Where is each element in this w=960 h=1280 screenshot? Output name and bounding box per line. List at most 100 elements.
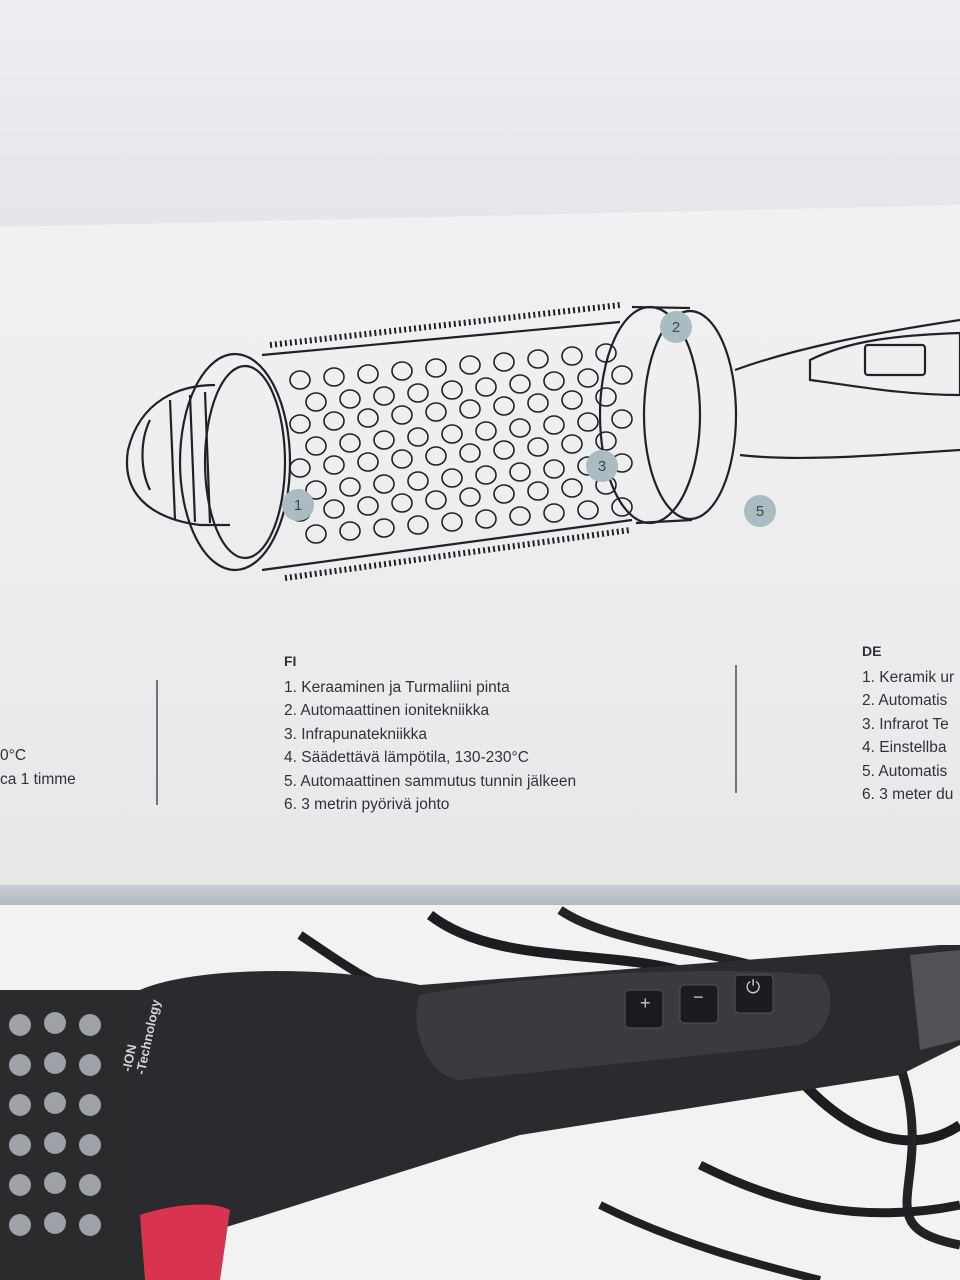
- barrel-hole: [289, 414, 311, 434]
- barrel-hole: [357, 496, 379, 516]
- de-item-5: 5. Automatis: [862, 762, 948, 780]
- barrel-hole: [339, 521, 361, 541]
- barrel-hole: [441, 424, 463, 444]
- left-line-1: 0°C: [0, 747, 27, 764]
- barrel-hole: [407, 515, 429, 535]
- barrel-hole: [561, 346, 583, 366]
- barrel-hole: [577, 368, 599, 388]
- minus-button: −: [693, 987, 704, 1007]
- barrel-hole: [441, 468, 463, 488]
- barrel-hole: [323, 367, 345, 387]
- barrel-hole: [339, 389, 361, 409]
- barrel-hole: [407, 383, 429, 403]
- barrel-hole: [391, 493, 413, 513]
- de-item-4: 4. Einstellba: [862, 739, 947, 756]
- barrel-hole: [373, 430, 395, 450]
- power-button: ⏻: [746, 977, 761, 997]
- de-heading: DE: [862, 643, 882, 659]
- barrel-hole: [305, 524, 327, 544]
- barrel-hole: [391, 449, 413, 469]
- barrel-hole: [543, 415, 565, 435]
- barrel-hole: [509, 506, 531, 526]
- plus-button: +: [640, 993, 651, 1013]
- barrel-hole: [595, 431, 617, 451]
- fi-item-6: 6. 3 metrin pyörivä johto: [284, 796, 450, 813]
- divider-left: [156, 680, 158, 805]
- de-item-3: 3. Infrarot Te: [862, 715, 949, 733]
- fi-item-5: 5. Automaattinen sammutus tunnin jälkeen: [284, 772, 577, 790]
- barrel-hole: [543, 459, 565, 479]
- barrel-hole: [493, 440, 515, 460]
- de-item-1: 1. Keramik ur: [862, 668, 955, 686]
- callout-1: 1: [282, 489, 314, 521]
- barrel-hole: [357, 452, 379, 472]
- barrel-hole: [391, 405, 413, 425]
- barrel-hole: [373, 386, 395, 406]
- barrel-hole: [441, 380, 463, 400]
- barrel-hole: [475, 509, 497, 529]
- barrel-hole: [305, 480, 327, 500]
- barrel-hole: [357, 408, 379, 428]
- barrel-hole: [543, 371, 565, 391]
- barrel-hole: [459, 487, 481, 507]
- barrel-hole: [509, 462, 531, 482]
- brush-diagram: [125, 302, 960, 581]
- callout-3: 3: [586, 450, 618, 482]
- barrel-hole: [475, 421, 497, 441]
- barrel-hole: [305, 436, 327, 456]
- callout-2: 2: [660, 311, 692, 343]
- divider-right: [735, 665, 737, 793]
- de-column: DE 1. Keramik ur 2. Automatis 3. Infraro…: [862, 640, 960, 807]
- barrel-hole: [459, 355, 481, 375]
- barrel-hole: [323, 455, 345, 475]
- barrel-hole: [509, 374, 531, 394]
- barrel-hole: [339, 477, 361, 497]
- surface: + − ⏻: [0, 905, 960, 1280]
- barrel-hole: [595, 387, 617, 407]
- barrel-hole: [305, 392, 327, 412]
- barrel-hole: [407, 471, 429, 491]
- de-item-2: 2. Automatis: [862, 692, 948, 709]
- barrel-hole: [577, 412, 599, 432]
- left-line-2: ca 1 timme: [0, 770, 76, 788]
- barrel-hole: [425, 446, 447, 466]
- barrel-hole: [475, 377, 497, 397]
- fi-item-1: 1. Keraaminen ja Turmaliini pinta: [284, 678, 510, 696]
- barrel-hole: [289, 370, 311, 390]
- barrel-hole: [459, 443, 481, 463]
- barrel-hole: [373, 518, 395, 538]
- barrel-hole: [339, 433, 361, 453]
- wall-background: [0, 0, 960, 230]
- fi-item-4: 4. Säädettävä lämpötila, 130-230°C: [284, 749, 529, 766]
- fi-item-2: 2. Automaattinen ionitekniikka: [284, 702, 490, 719]
- barrel-hole: [459, 399, 481, 419]
- barrel-hole: [595, 343, 617, 363]
- callout-5: 5: [744, 495, 776, 527]
- barrel-hole: [561, 434, 583, 454]
- fi-item-3: 3. Infrapunatekniikka: [284, 725, 428, 743]
- barrel-hole: [441, 512, 463, 532]
- hot-air-brush-photo: [0, 906, 960, 1280]
- barrel-hole: [373, 474, 395, 494]
- barrel-hole: [289, 458, 311, 478]
- barrel-hole: [425, 358, 447, 378]
- de-item-6: 6. 3 meter du: [862, 786, 954, 803]
- barrel-hole: [425, 402, 447, 422]
- fi-heading: FI: [284, 653, 297, 669]
- barrel-hole: [561, 390, 583, 410]
- barrel-hole: [527, 481, 549, 501]
- barrel-hole: [561, 478, 583, 498]
- barrel-hole: [611, 409, 633, 429]
- barrel-hole: [611, 497, 633, 517]
- barrel-hole: [527, 393, 549, 413]
- barrel-hole: [323, 411, 345, 431]
- barrel-hole: [543, 503, 565, 523]
- barrel-hole: [425, 490, 447, 510]
- barrel-hole: [407, 427, 429, 447]
- left-column: 0°C ca 1 timme: [0, 744, 76, 791]
- barrel-hole: [527, 437, 549, 457]
- barrel-hole: [391, 361, 413, 381]
- barrel-hole: [475, 465, 497, 485]
- barrel-hole: [493, 484, 515, 504]
- fi-column: FI 1. Keraaminen ja Turmaliini pinta 2. …: [284, 650, 576, 817]
